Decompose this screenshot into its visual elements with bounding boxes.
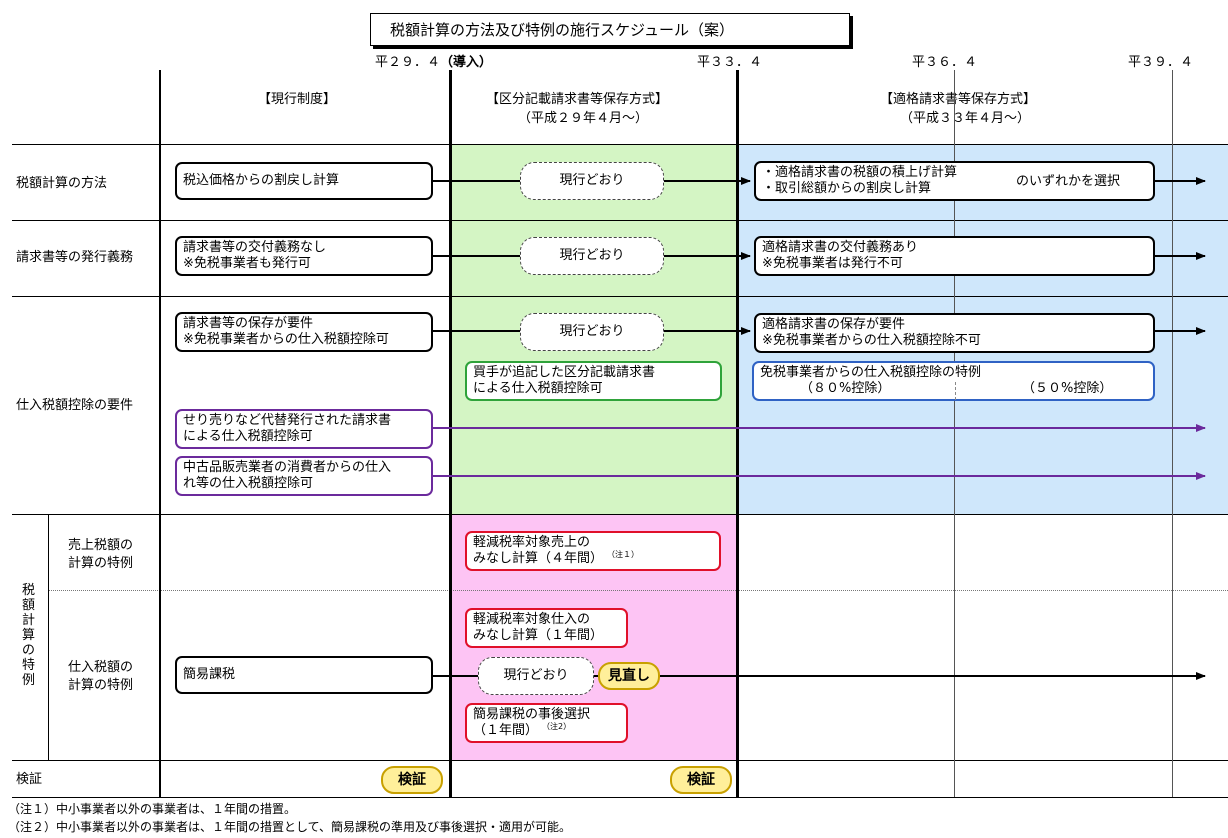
- r3-purple2-box: 中古品販売業者の消費者からの仕入 れ等の仕入税額控除可: [175, 456, 433, 496]
- r4b-red1-line2: みなし計算（１年間）: [473, 628, 604, 643]
- r3-current-line1: 請求書等の保存が要件: [183, 316, 314, 331]
- r3-blue-80: （８０%控除）: [800, 381, 891, 396]
- r1-new-box: ・適格請求書の税額の積上げ計算 ・取引総額からの割戻し計算: [754, 161, 1155, 201]
- verify-badge-2: 検証: [670, 766, 732, 794]
- r4b-red1-line1: 軽減税率対象仕入の: [473, 612, 591, 627]
- timeline-h36: [954, 70, 955, 797]
- header-kubun: 【区分記載請求書等保存方式】: [486, 92, 669, 107]
- row-label-sales-special-2: 計算の特例: [68, 556, 134, 571]
- row-label-tax-method: 税額計算の方法: [16, 176, 108, 191]
- grid-line-r3: [12, 514, 1228, 515]
- r4b-red2-line2-wrap: （１年間） （注2）: [473, 722, 620, 740]
- r4b-current-text: 簡易課税: [183, 667, 236, 682]
- header-tekikaku-date: （平成３３年４月～）: [900, 111, 1031, 126]
- grid-line-group: [48, 514, 49, 760]
- r4b-same-text: 現行どおり: [503, 668, 569, 683]
- r2-new-box: 適格請求書の交付義務あり ※免税事業者は発行不可: [754, 236, 1155, 276]
- grid-line-r4: [12, 760, 1228, 761]
- row-label-special-group: 税額計算の特例: [22, 583, 36, 688]
- r3-new-line1: 適格請求書の保存が要件: [762, 317, 906, 332]
- row-label-sales-special-1: 売上税額の: [68, 538, 134, 553]
- r2-current-box: 請求書等の交付義務なし ※免税事業者も発行可: [175, 236, 433, 276]
- grid-line-r2: [12, 296, 1228, 297]
- r4a-red-box: 軽減税率対象売上の みなし計算（４年間） （注１）: [465, 531, 721, 571]
- r3-purple1-line2: による仕入税額控除可: [183, 429, 313, 444]
- row-label-invoice-duty: 請求書等の発行義務: [16, 250, 134, 265]
- r1-new-line1: ・適格請求書の税額の積上げ計算: [762, 165, 958, 180]
- r2-new-line2: ※免税事業者は発行不可: [762, 256, 903, 271]
- r3-new-line2: ※免税事業者からの仕入税額控除不可: [762, 333, 981, 348]
- r3-same-text: 現行どおり: [559, 324, 625, 339]
- grid-line-header: [12, 144, 1228, 145]
- r3-current-line2: ※免税事業者からの仕入税額控除可: [183, 332, 389, 347]
- page-title: 税額計算の方法及び特例の施行スケジュール（案）: [390, 21, 734, 39]
- r3-blue-divider: [955, 382, 956, 400]
- r1-new-line2: ・取引総額からの割戻し計算: [762, 181, 932, 196]
- row-label-verify: 検証: [16, 772, 43, 787]
- r4a-red-line2-wrap: みなし計算（４年間） （注１）: [473, 550, 713, 568]
- review-badge: 見直し: [598, 662, 660, 690]
- r3-blue-box: 免税事業者からの仕入税額控除の特例 （８０%控除） （５０%控除）: [752, 361, 1155, 401]
- header-tekikaku: 【適格請求書等保存方式】: [880, 92, 1037, 107]
- r1-new-choice: のいずれかを選択: [1016, 174, 1121, 189]
- row-label-purchase-special-2: 計算の特例: [68, 678, 134, 693]
- r4b-red2-line2: （１年間）: [473, 723, 539, 738]
- footnote-1: （注１）中小事業者以外の事業者は、１年間の措置。: [8, 802, 297, 816]
- grid-line-label-col: [159, 70, 161, 797]
- r2-same-box: 現行どおり: [520, 237, 664, 275]
- r3-blue-50: （５０%控除）: [1022, 381, 1113, 396]
- verify-badge-1: 検証: [381, 766, 443, 794]
- title-box: [370, 13, 850, 46]
- header-current: 【現行制度】: [258, 92, 337, 107]
- r3-same-box: 現行どおり: [520, 313, 664, 351]
- r3-purple2-line2: れ等の仕入税額控除可: [183, 476, 314, 491]
- date-h33: 平３３．４: [697, 55, 763, 70]
- r2-same-text: 現行どおり: [559, 248, 625, 263]
- r3-purple2-line1: 中古品販売業者の消費者からの仕入: [183, 460, 392, 475]
- r4b-red2-box: 簡易課税の事後選択 （１年間） （注2）: [465, 703, 628, 743]
- r1-same-box: 現行どおり: [520, 162, 664, 200]
- header-kubun-date: （平成２９年４月～）: [518, 111, 649, 126]
- date-h29-text: 平２９．４: [375, 55, 441, 70]
- r3-purple1-line1: せり売りなど代替発行された請求書: [183, 413, 392, 428]
- r3-purple1-box: せり売りなど代替発行された請求書 による仕入税額控除可: [175, 409, 433, 449]
- grid-line-bottom: [12, 797, 1228, 798]
- timeline-h29: [449, 70, 452, 797]
- r4b-same-box: 現行どおり: [478, 657, 594, 695]
- grid-line-r4-dotted: [48, 590, 1228, 591]
- r4b-red1-box: 軽減税率対象仕入の みなし計算（１年間）: [465, 608, 628, 648]
- r3-green-line1: 買手が追記した区分記載請求書: [473, 365, 656, 380]
- r2-new-line1: 適格請求書の交付義務あり: [762, 240, 919, 255]
- grid-line-r1: [12, 220, 1228, 221]
- r2-current-line2: ※免税事業者も発行可: [183, 256, 311, 271]
- r4a-red-line1: 軽減税率対象売上の: [473, 535, 591, 550]
- r4b-current-box: 簡易課税: [175, 656, 433, 694]
- date-h36: 平３６．４: [912, 55, 978, 70]
- footnote-2: （注２）中小事業者以外の事業者は、１年間の措置として、簡易課税の準用及び事後選択…: [8, 820, 572, 834]
- date-h29: 平２９．４（導入）: [375, 55, 492, 71]
- r4b-red2-line1: 簡易課税の事後選択: [473, 707, 591, 722]
- date-h29-tag: （導入）: [440, 55, 493, 70]
- r3-blue-line1: 免税事業者からの仕入税額控除の特例: [760, 365, 982, 380]
- r3-new-box: 適格請求書の保存が要件 ※免税事業者からの仕入税額控除不可: [754, 313, 1155, 353]
- row-label-purchase-special-1: 仕入税額の: [68, 660, 134, 675]
- r3-green-line2: による仕入税額控除可: [473, 381, 603, 396]
- r1-same-text: 現行どおり: [559, 173, 625, 188]
- r3-current-box: 請求書等の保存が要件 ※免税事業者からの仕入税額控除可: [175, 312, 433, 352]
- r2-current-line1: 請求書等の交付義務なし: [183, 240, 327, 255]
- timeline-h39: [1172, 70, 1173, 797]
- r1-current-text: 税込価格からの割戻し計算: [183, 173, 340, 188]
- timeline-h33: [736, 70, 739, 797]
- date-h39: 平３９．４: [1128, 55, 1194, 70]
- r4a-red-note: （注１）: [611, 550, 640, 559]
- row-label-deduction: 仕入税額控除の要件: [16, 398, 134, 413]
- r3-green-box: 買手が追記した区分記載請求書 による仕入税額控除可: [465, 361, 722, 401]
- r1-current-box: 税込価格からの割戻し計算: [175, 162, 433, 200]
- r3-blue-line2: （８０%控除） （５０%控除）: [760, 381, 1147, 397]
- r4a-red-line2: みなし計算（４年間）: [473, 551, 604, 566]
- r4b-red2-note: （注2）: [546, 722, 572, 731]
